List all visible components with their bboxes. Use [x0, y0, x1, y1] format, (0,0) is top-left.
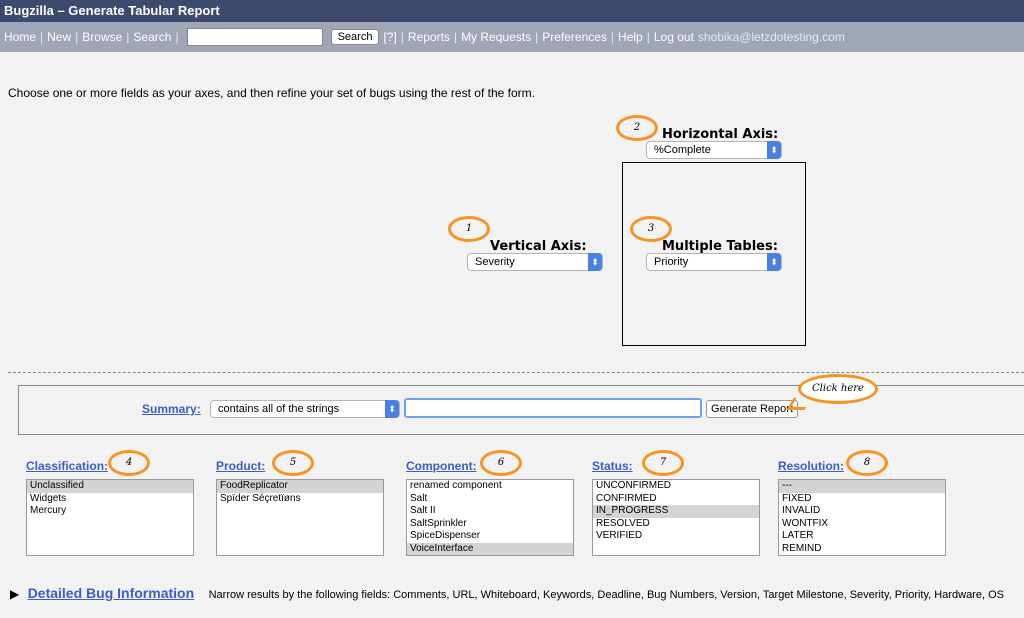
nav-new[interactable]: New: [47, 30, 72, 44]
list-item[interactable]: VoiceInterface: [407, 542, 573, 555]
list-item[interactable]: Widgets: [30, 492, 67, 504]
product-listbox[interactable]: FoodReplicator Spïder Séçretïøns: [216, 479, 384, 556]
nav-preferences[interactable]: Preferences: [542, 30, 607, 44]
select-arrows-icon: ⬍: [767, 141, 781, 159]
intro-text: Choose one or more fields as your axes, …: [8, 86, 535, 100]
status-listbox[interactable]: UNCONFIRMED CONFIRMED IN_PROGRESS RESOLV…: [592, 479, 760, 556]
component-listbox[interactable]: renamed component Salt Salt II SaltSprin…: [406, 479, 574, 556]
summary-operator-select[interactable]: contains all of the strings ⬍: [210, 400, 400, 418]
list-item[interactable]: Salt: [410, 492, 428, 504]
list-item[interactable]: CONFIRMED: [596, 492, 657, 504]
detailed-bug-info-description: Narrow results by the following fields: …: [208, 589, 1004, 601]
nav-separator: |: [535, 30, 539, 44]
horizontal-axis-select[interactable]: %Complete ⬍: [646, 141, 782, 159]
summary-help-link[interactable]: Summary:: [142, 402, 201, 416]
list-item[interactable]: Unclassified: [27, 480, 193, 493]
callout-8: 8: [846, 450, 888, 476]
expand-triangle-icon[interactable]: ▶: [10, 587, 20, 601]
classification-listbox[interactable]: Unclassified Widgets Mercury: [26, 479, 194, 556]
status-label[interactable]: Status:: [592, 459, 633, 473]
nav-separator: |: [400, 30, 404, 44]
summary-operator-value: contains all of the strings: [218, 403, 340, 415]
search-button[interactable]: Search: [330, 29, 380, 45]
nav-browse[interactable]: Browse: [82, 30, 123, 44]
vertical-axis-label: Vertical Axis:: [490, 239, 587, 254]
callout-7: 7: [642, 450, 684, 476]
list-item[interactable]: INVALID: [782, 505, 821, 516]
vertical-axis-select[interactable]: Severity ⬍: [467, 253, 603, 271]
list-item[interactable]: VERIFIED: [596, 530, 643, 541]
nav-search[interactable]: Search: [133, 30, 172, 44]
list-item[interactable]: renamed component: [410, 480, 502, 491]
nav-logout[interactable]: Log out: [653, 30, 694, 44]
product-label[interactable]: Product:: [216, 459, 266, 473]
nav-separator: |: [75, 30, 79, 44]
select-arrows-icon: ⬍: [385, 400, 399, 418]
quick-search-help-link[interactable]: [?]: [383, 30, 397, 44]
nav-separator: |: [175, 30, 179, 44]
quick-search-input[interactable]: [186, 28, 323, 46]
horizontal-axis-value: %Complete: [654, 144, 711, 156]
nav-help[interactable]: Help: [618, 30, 643, 44]
list-item[interactable]: FoodReplicator: [217, 480, 383, 493]
nav-my-requests[interactable]: My Requests: [461, 30, 532, 44]
list-item[interactable]: REMIND: [782, 542, 822, 554]
horizontal-axis-label: Horizontal Axis:: [662, 127, 779, 142]
select-arrows-icon: ⬍: [767, 253, 781, 271]
divider: [8, 372, 1024, 373]
summary-text-input[interactable]: [404, 398, 702, 418]
list-item[interactable]: FIXED: [782, 492, 812, 504]
component-label[interactable]: Component:: [406, 459, 477, 473]
user-email: shobika@letzdotesting.com: [697, 30, 845, 44]
list-item[interactable]: Salt II: [410, 505, 436, 516]
nav-separator: |: [646, 30, 650, 44]
callout-5: 5: [272, 450, 314, 476]
resolution-listbox[interactable]: --- FIXED INVALID WONTFIX LATER REMIND: [778, 479, 946, 556]
callout-4: 4: [108, 450, 150, 476]
resolution-label[interactable]: Resolution:: [778, 459, 844, 473]
select-arrows-icon: ⬍: [588, 253, 602, 271]
list-item[interactable]: SaltSprinkler: [410, 517, 467, 529]
generate-report-button[interactable]: Generate Report: [706, 400, 798, 418]
nav-home[interactable]: Home: [4, 30, 37, 44]
list-item[interactable]: RESOLVED: [596, 517, 650, 529]
nav-separator: |: [453, 30, 458, 44]
list-item[interactable]: UNCONFIRMED: [596, 480, 671, 491]
list-item[interactable]: ---: [779, 480, 945, 493]
list-item[interactable]: IN_PROGRESS: [593, 505, 759, 518]
nav-separator: |: [126, 30, 130, 44]
list-item[interactable]: WONTFIX: [782, 517, 829, 529]
multiple-tables-select[interactable]: Priority ⬍: [646, 253, 782, 271]
multiple-tables-label: Multiple Tables:: [662, 239, 778, 254]
list-item[interactable]: SpiceDispenser: [410, 530, 481, 541]
list-item[interactable]: Spïder Séçretïøns: [220, 492, 301, 504]
window-title: Bugzilla – Generate Tabular Report: [0, 0, 1024, 22]
nav-reports[interactable]: Reports: [407, 30, 450, 44]
nav-separator: |: [610, 30, 615, 44]
callout-2: 2: [616, 115, 658, 141]
multiple-tables-box: [622, 162, 806, 346]
list-item[interactable]: Mercury: [30, 505, 67, 516]
nav-bar: Home| New| Browse| Search| Search [?]| R…: [0, 22, 1024, 52]
list-item[interactable]: LATER: [782, 530, 814, 541]
vertical-axis-value: Severity: [475, 256, 515, 268]
classification-label[interactable]: Classification:: [26, 459, 109, 473]
multiple-tables-value: Priority: [654, 256, 689, 268]
nav-separator: |: [40, 30, 44, 44]
click-here-callout: Click here: [798, 374, 878, 404]
callout-6: 6: [480, 450, 522, 476]
callout-3: 3: [630, 216, 672, 242]
detailed-bug-info-row: ▶ Detailed Bug Information Narrow result…: [10, 585, 1004, 603]
detailed-bug-info-link[interactable]: Detailed Bug Information: [27, 585, 195, 601]
callout-1: 1: [448, 216, 490, 242]
